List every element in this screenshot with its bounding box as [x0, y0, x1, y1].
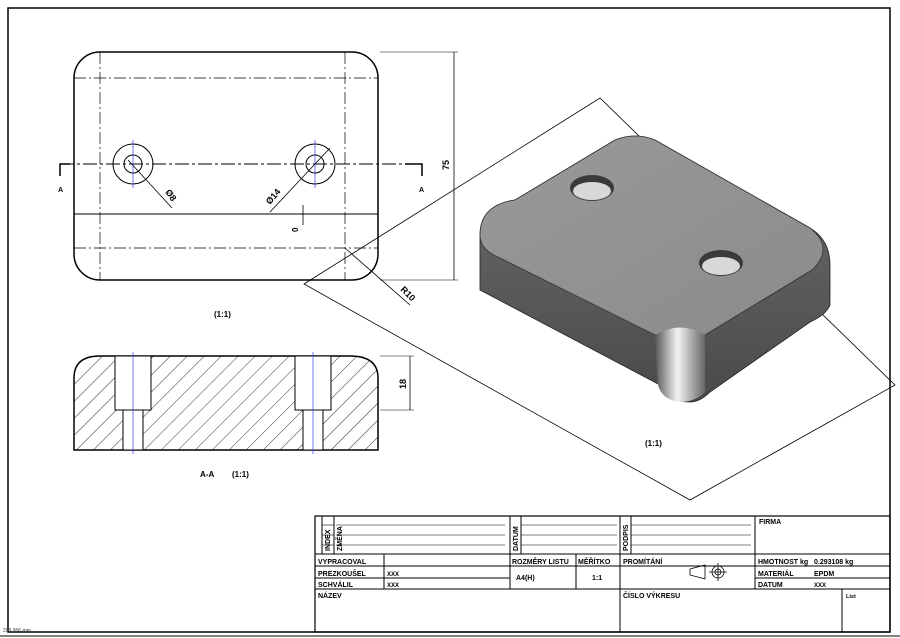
iso-view-scale: (1:1) [645, 439, 662, 448]
label-firma: FIRMA [759, 519, 781, 526]
value-meritko: 1:1 [592, 575, 602, 582]
title-block-text: INDEX ZMĚNA DATUM PODPIS FIRMA VYPRACOVA… [318, 519, 856, 600]
label-schvalil: SCHVÁLIL [318, 580, 354, 589]
value-hmotnost: 0.293108 kg [814, 559, 853, 566]
value-datum: XXX [814, 583, 826, 589]
projection-symbol-icon [689, 563, 727, 581]
hole-left [112, 140, 154, 188]
title-block [314, 515, 891, 633]
dim-radius: R10 [399, 284, 418, 303]
dim-depth: 18 [398, 379, 408, 389]
value-prezkousel: XXX [387, 572, 399, 578]
label-vypracoval: VYPRACOVAL [318, 559, 367, 566]
top-view-scale: (1:1) [214, 310, 231, 319]
dim-hole-large: Ø14 [264, 187, 283, 206]
label-promitani: PROMÍTÁNÍ [623, 557, 663, 566]
label-hmotnost: HMOTNOST kg [758, 559, 808, 566]
section-marker-right: A [419, 187, 424, 194]
label-cislo-vykresu: ČÍSLO VÝKRESU [623, 591, 680, 600]
isometric-view: (1:1) [303, 97, 896, 501]
label-meritko: MĚŘÍTKO [578, 557, 611, 566]
label-index: INDEX [325, 529, 332, 551]
label-podpis: PODPIS [623, 524, 630, 551]
top-view: A A Ø8 Ø14 0 75 R10 (1:1) [58, 51, 458, 319]
value-schvalil: XXX [387, 583, 399, 589]
label-zmena: ZMĚNA [335, 526, 344, 551]
value-material: EPDM [814, 571, 834, 578]
label-prezkousel: PREZKOUŠEL [318, 569, 367, 578]
section-label: A-A [200, 470, 214, 479]
label-nazev: NÁZEV [318, 591, 342, 600]
label-datum: DATUM [758, 582, 783, 589]
label-list: List [846, 594, 856, 600]
value-rozmery-listu: A4(H) [516, 575, 535, 582]
label-datum-rev: DATUM [513, 526, 520, 551]
label-material: MATERIÁL [758, 569, 794, 578]
section-scale: (1:1) [232, 470, 249, 479]
section-view: 18 A-A (1:1) [73, 352, 414, 479]
measurement-readout: 209.956 mm [3, 628, 31, 634]
dim-height: 75 [441, 160, 451, 170]
dim-zero: 0 [291, 227, 300, 232]
section-marker-left: A [58, 187, 63, 194]
label-rozmery-listu: ROZMĚRY LISTU [512, 557, 569, 566]
